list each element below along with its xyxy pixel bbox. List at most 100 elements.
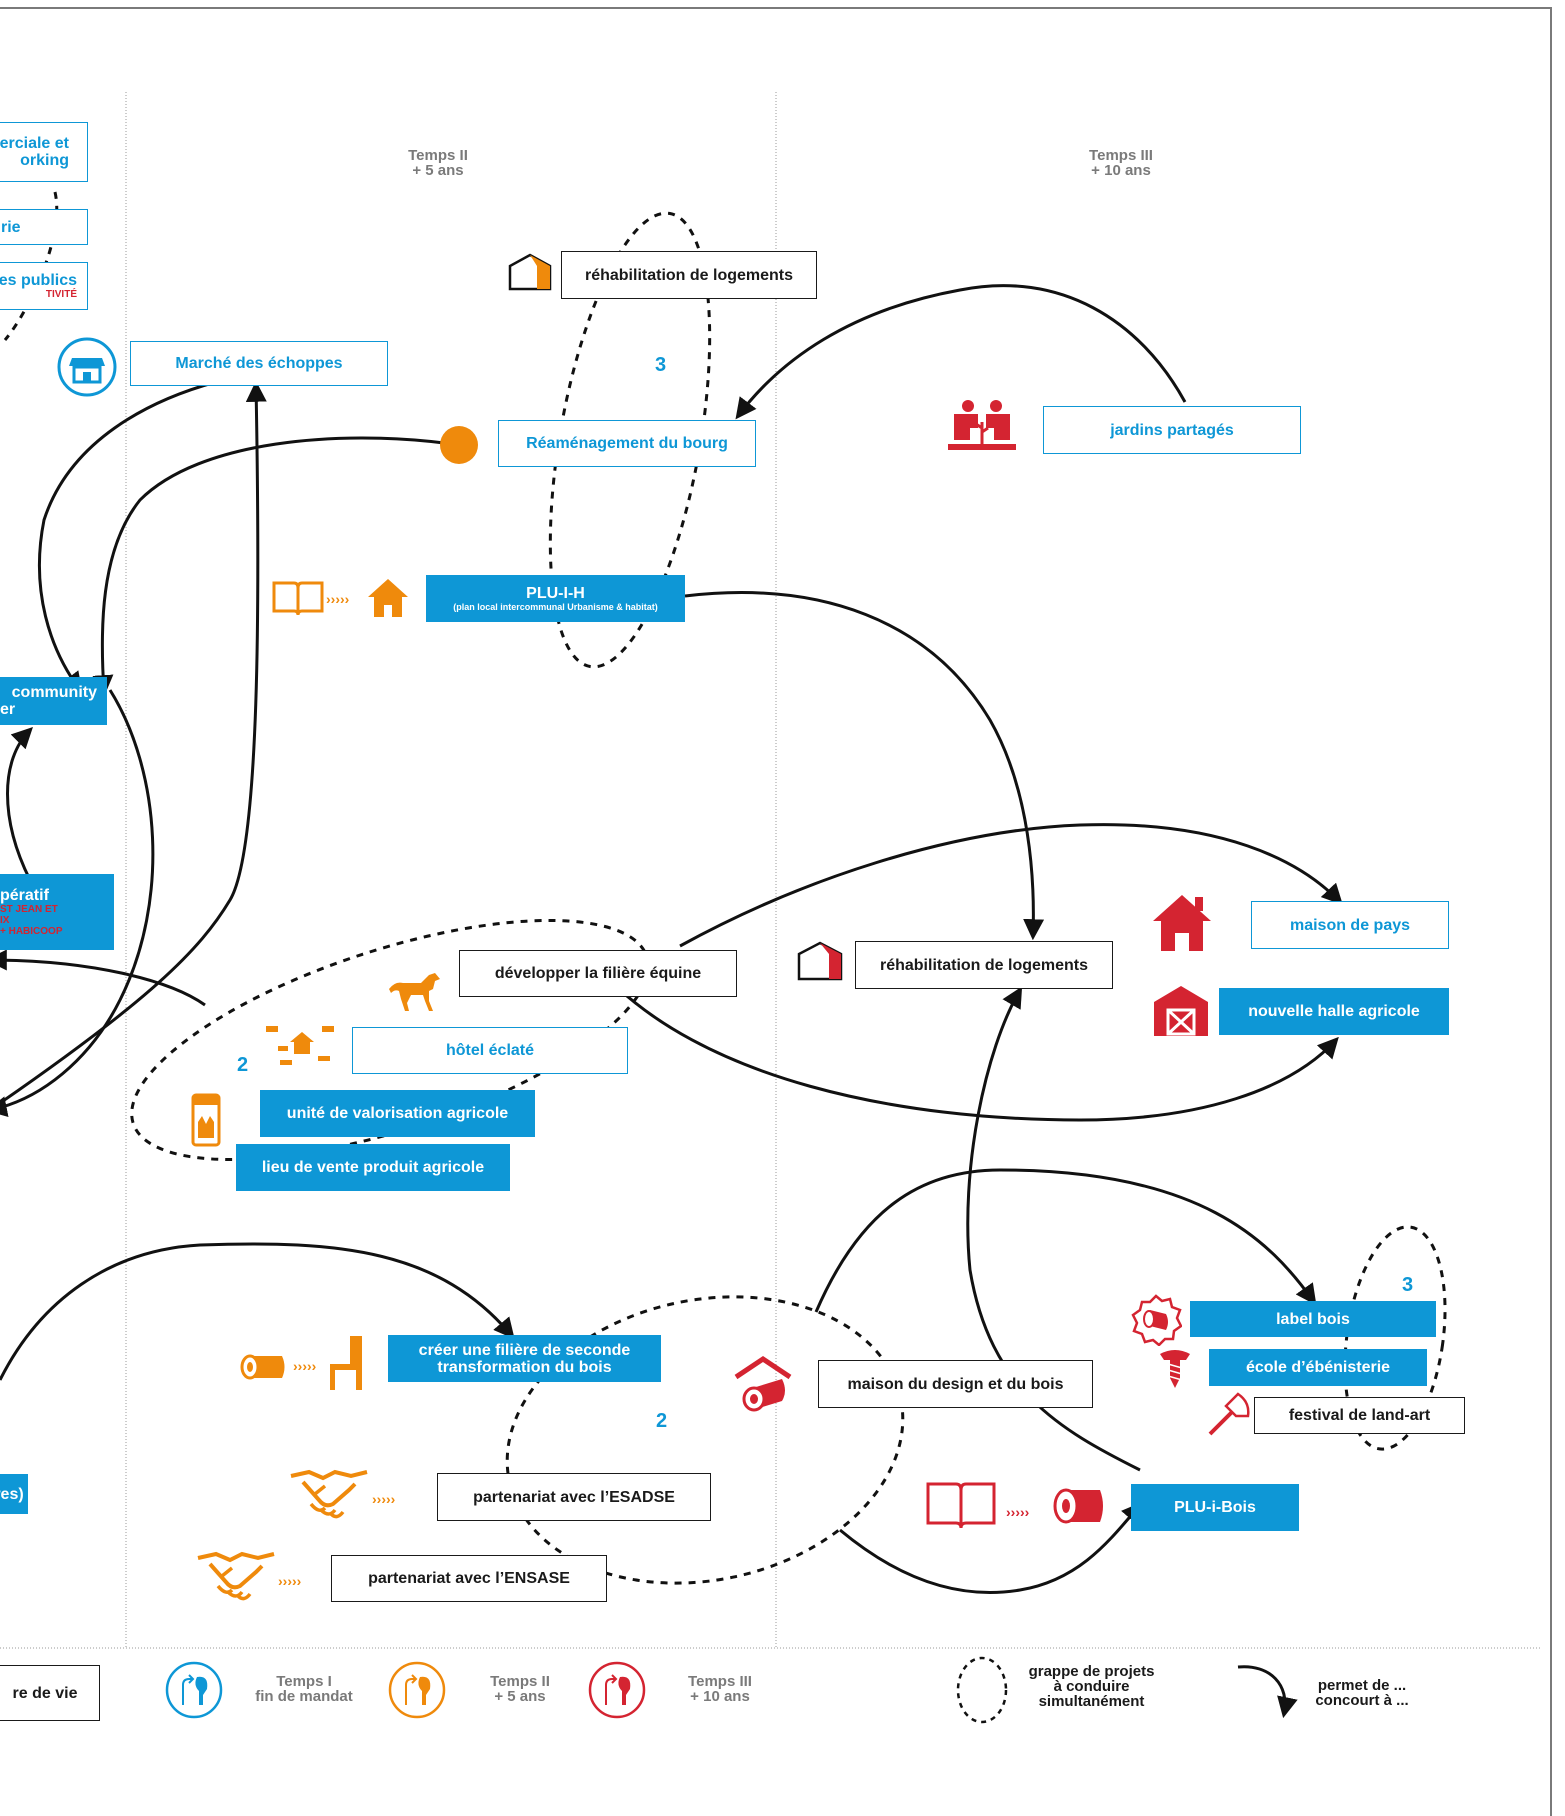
filiere-equine-box[interactable]: développer la filière équine [459,950,737,997]
rehab-logements-top-box[interactable]: réhabilitation de logements [561,251,817,299]
commerce-box[interactable]: erciale et orking [0,122,88,182]
partial-box[interactable]: rie [0,209,88,245]
filiere-bois-box[interactable]: créer une filière de seconde transformat… [388,1335,661,1382]
legend-subtitle: concourt à ... [1315,1692,1409,1709]
arrow-up-to-marche [0,380,267,1105]
screw-icon [1160,1350,1190,1388]
legend-title: Temps II [490,1673,550,1690]
jardins-partages-box[interactable]: jardins partagés [1043,406,1301,454]
book-icon [926,1482,996,1529]
box-label: transformation du bois [437,1358,612,1376]
box-label: réhabilitation de logements [879,956,1089,974]
cadre-de-vie-box[interactable]: re de vie [0,1665,100,1721]
beds-house-icon [266,1026,334,1065]
box-label: orking [20,152,69,169]
box-label: PLU-i-Bois [1174,1499,1256,1516]
arrow-chevrons: ››››› [1006,1504,1030,1520]
horse-icon [389,973,440,1011]
box-label: développer la filière équine [494,965,702,982]
cluster-number-4: 3 [1402,1274,1414,1296]
arrow-design-to-label [814,1168,1317,1313]
legend-title: Temps III [688,1673,752,1690]
book-icon [272,581,324,616]
arrow-chevrons: ››››› [372,1491,396,1507]
box-label: partenariat avec l’ESADSE [473,1488,675,1506]
barn-icon [1154,986,1208,1036]
arrow-community-loop [6,727,33,881]
phase-circle-icon [588,1661,646,1719]
house-icon [368,579,408,617]
arrow-plu-to-rehab [684,591,1045,941]
phase-header-t2: Temps II + 5 ans [358,148,518,178]
arrow-equine-to-halle [598,968,1339,1122]
community-box[interactable]: community er [0,677,107,725]
box-label: erciale et [0,135,69,152]
page-frame [0,7,1552,1816]
arrow-chevrons: ››››› [293,1358,317,1374]
box-label: école d’ébénisterie [1245,1359,1391,1376]
phase-circle-icon [388,1661,446,1719]
lieu-vente-box[interactable]: lieu de vente produit agricole [236,1144,510,1191]
box-label: res) [0,1485,24,1503]
partenariat-esadse-box[interactable]: partenariat avec l’ESADSE [437,1473,711,1521]
phase-circle-icon [165,1661,223,1719]
box-sublabel: ST JEAN ET [0,904,58,915]
arrow-chevrons: ››››› [326,591,350,607]
legend-cluster-icon [956,1656,1008,1724]
plu-i-h-box[interactable]: PLU-I-H (plan local intercommunal Urbani… [426,575,685,622]
legend-title: permet de ... [1317,1677,1407,1694]
reamenagement-bourg-box[interactable]: Réaménagement du bourg [498,420,756,467]
legend-title: Temps I [276,1673,332,1690]
phase-header-t3: Temps III + 10 ans [1041,148,1201,178]
box-label: er [0,701,16,718]
box-label: maison du design et du bois [847,1375,1064,1393]
phase-subtitle: + 10 ans [1091,162,1151,179]
label-bois-box[interactable]: label bois [1190,1301,1436,1337]
plu-i-bois-box[interactable]: PLU-i-Bois [1131,1484,1299,1531]
red-house-icon [1153,895,1211,951]
gardening-people-icon [948,400,1016,450]
cluster-4-outline [1343,1225,1447,1451]
box-label: unité de valorisation agricole [286,1105,509,1122]
box-label: partenariat avec l’ENSASE [368,1570,570,1587]
partial-bottom-box[interactable]: res) [0,1474,28,1514]
cluster-number-1: 3 [655,354,667,376]
rehab-logements-mid-box[interactable]: réhabilitation de logements [855,941,1113,989]
hotel-eclate-box[interactable]: hôtel éclaté [352,1027,628,1074]
open-house-icon [508,253,552,291]
orange-dot-icon [440,426,478,464]
legend-subtitle: fin de mandat [255,1688,353,1705]
box-label: Réaménagement du bourg [526,435,728,452]
ecole-ebenisterie-box[interactable]: école d’ébénisterie [1209,1349,1427,1386]
box-label: Marché des échoppes [175,355,343,372]
arrow-chevrons: ››››› [278,1573,302,1589]
unite-valorisation-box[interactable]: unité de valorisation agricole [260,1090,535,1137]
box-label: créer une filière de seconde [418,1341,631,1359]
phase-title: Temps II [408,147,468,164]
maison-design-box[interactable]: maison du design et du bois [818,1360,1093,1408]
box-label: nouvelle halle agricole [1248,1003,1420,1020]
services-box[interactable]: es publics TIVITÉ [0,262,88,310]
jar-icon [191,1093,221,1147]
box-label: lieu de vente produit agricole [261,1159,485,1176]
partenariat-ensase-box[interactable]: partenariat avec l’ENSASE [331,1555,607,1602]
nouvelle-halle-box[interactable]: nouvelle halle agricole [1219,988,1449,1035]
box-sublabel: (plan local intercommunal Urbanisme & ha… [453,602,658,612]
box-sublabel: + HABICOOP [0,926,63,937]
festival-land-art-box[interactable]: festival de land-art [1254,1397,1465,1434]
legend-t1: Temps I fin de mandat [244,1674,364,1704]
open-house-icon [797,941,843,981]
legend-t3: Temps III + 10 ans [670,1674,770,1704]
box-label: pératif [0,887,49,904]
box-label: maison de pays [1289,916,1411,934]
box-label: re de vie [12,1684,78,1702]
legend-cluster: grappe de projets à conduire simultanéme… [1009,1664,1174,1709]
legend-subtitle: à conduire [1053,1678,1130,1695]
cluster-number-3: 2 [656,1410,668,1432]
maison-de-pays-box[interactable]: maison de pays [1251,901,1449,949]
chair-icon [330,1336,362,1390]
marche-echoppes-box[interactable]: Marché des échoppes [130,341,388,386]
coop-box[interactable]: pératif ST JEAN ET IX + HABICOOP [0,874,114,950]
axe-icon [1208,1392,1250,1436]
